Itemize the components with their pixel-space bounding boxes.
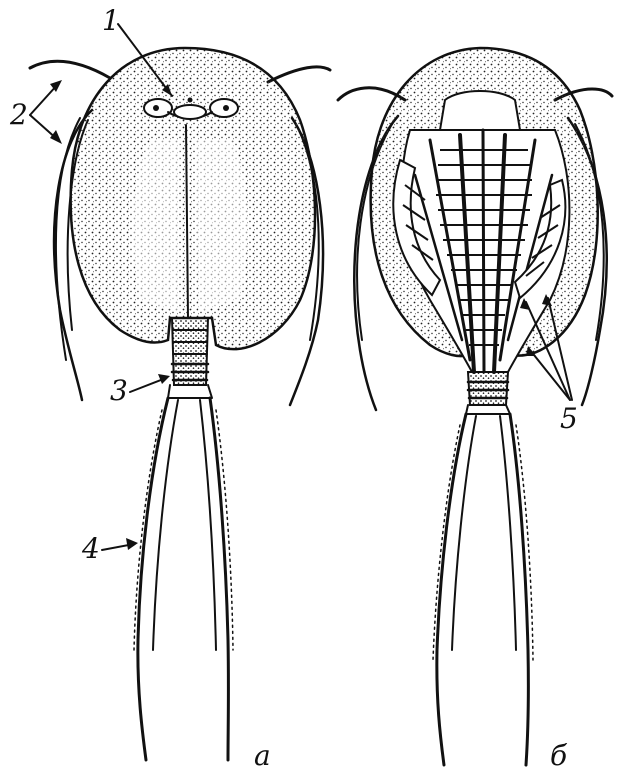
label-5: 5 [560, 402, 578, 435]
label-3-group: 3 [110, 374, 170, 407]
labrum [440, 91, 520, 130]
view-label-dorsal: а [254, 739, 271, 772]
dorsal-view [30, 48, 330, 760]
view-label-ventral: б [550, 739, 568, 772]
label-2: 2 [9, 98, 28, 131]
abdomen-dorsal [168, 318, 212, 398]
carapace-central-lobe-right [196, 140, 248, 312]
abdomen-ventral [466, 372, 510, 414]
cerci-dorsal [134, 398, 233, 760]
cerci-ventral [433, 414, 533, 765]
label-1: 1 [102, 4, 120, 37]
compound-eyes [144, 98, 238, 120]
label-4: 4 [81, 532, 100, 565]
label-3: 3 [110, 374, 128, 407]
label-4-group: 4 [81, 532, 138, 565]
label-2-group: 2 [9, 80, 62, 144]
carapace-dorsal [71, 48, 315, 349]
